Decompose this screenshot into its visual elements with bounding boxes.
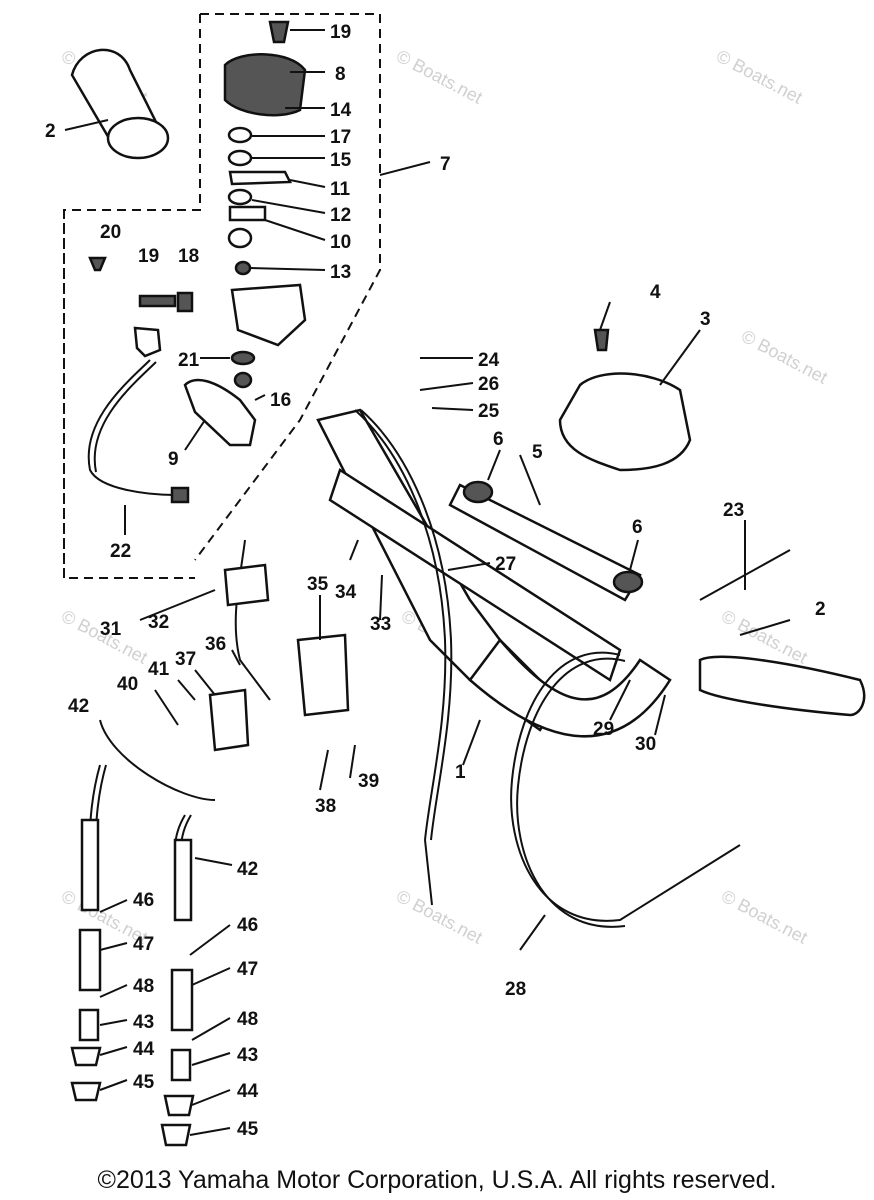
callout-27: 27	[495, 554, 516, 575]
stop-switch-wire	[87, 326, 190, 504]
callout-45: 45	[237, 1119, 259, 1140]
grips	[70, 48, 866, 717]
callout-2: 2	[815, 599, 826, 620]
callout-1: 1	[455, 762, 466, 783]
callout-22: 22	[110, 541, 131, 562]
callout-43: 43	[237, 1045, 258, 1066]
callout-18: 18	[178, 246, 199, 267]
callout-13: 13	[330, 262, 351, 283]
junction-block	[208, 563, 350, 752]
cables	[354, 409, 741, 928]
callout-28: 28	[505, 979, 526, 1000]
callout-46: 46	[133, 890, 154, 911]
callout-38: 38	[315, 796, 336, 817]
callout-15: 15	[330, 150, 352, 171]
copyright-notice: ©2013 Yamaha Motor Corporation, U.S.A. A…	[97, 1166, 777, 1194]
callout-43: 43	[133, 1012, 154, 1033]
watermark: © Boats.net	[713, 46, 806, 108]
callout-7: 7	[440, 154, 451, 175]
callout-8: 8	[335, 64, 346, 85]
leader-lines	[64, 29, 791, 1136]
callout-37: 37	[175, 649, 196, 670]
watermark: © Boats.net	[738, 326, 831, 388]
callout-30: 30	[635, 734, 656, 755]
callout-19: 19	[138, 246, 159, 267]
callout-4: 4	[650, 282, 661, 303]
callout-36: 36	[205, 634, 226, 655]
callout-44: 44	[237, 1081, 259, 1102]
callout-40: 40	[117, 674, 138, 695]
callout-31: 31	[100, 619, 122, 640]
callout-3: 3	[700, 309, 711, 330]
callout-19: 19	[330, 22, 351, 43]
callout-48: 48	[133, 976, 154, 997]
callout-41: 41	[148, 659, 170, 680]
callout-2: 2	[45, 121, 56, 142]
callout-20: 20	[100, 222, 121, 243]
callout-42: 42	[237, 859, 258, 880]
callout-44: 44	[133, 1039, 155, 1060]
callout-47: 47	[237, 959, 258, 980]
callout-45: 45	[133, 1072, 155, 1093]
throttle-assembly	[88, 20, 307, 447]
callout-39: 39	[358, 771, 379, 792]
callout-21: 21	[178, 350, 200, 371]
callout-17: 17	[330, 127, 351, 148]
callout-14: 14	[330, 100, 352, 121]
callout-48: 48	[237, 1009, 258, 1030]
callout-29: 29	[593, 719, 614, 740]
callout-9: 9	[168, 449, 179, 470]
callout-5: 5	[532, 442, 543, 463]
callout-46: 46	[237, 915, 258, 936]
callout-12: 12	[330, 205, 351, 226]
callout-6: 6	[493, 429, 504, 450]
callout-16: 16	[270, 390, 291, 411]
callout-26: 26	[478, 374, 499, 395]
callout-10: 10	[330, 232, 351, 253]
assembly-outlines	[63, 13, 381, 579]
callout-24: 24	[478, 350, 500, 371]
watermark: © Boats.net	[393, 46, 486, 108]
spring-stacks	[70, 818, 195, 1147]
callout-47: 47	[133, 934, 154, 955]
callout-35: 35	[307, 574, 329, 595]
callout-25: 25	[478, 401, 500, 422]
callouts: 1 2 2 3 4 5 6 6 7 8 9 10 11 12 13 14 15 …	[45, 22, 826, 1140]
watermark: © Boats.net	[718, 886, 811, 948]
callout-34: 34	[335, 582, 357, 603]
callout-6: 6	[632, 517, 643, 538]
callout-23: 23	[723, 500, 744, 521]
handlebar	[316, 408, 672, 738]
callout-33: 33	[370, 614, 391, 635]
lever-housing	[558, 328, 692, 472]
callout-11: 11	[330, 179, 351, 200]
holder	[448, 480, 644, 602]
callout-42: 42	[68, 696, 89, 717]
watermark: © Boats.net	[393, 886, 486, 948]
callout-32: 32	[148, 612, 169, 633]
